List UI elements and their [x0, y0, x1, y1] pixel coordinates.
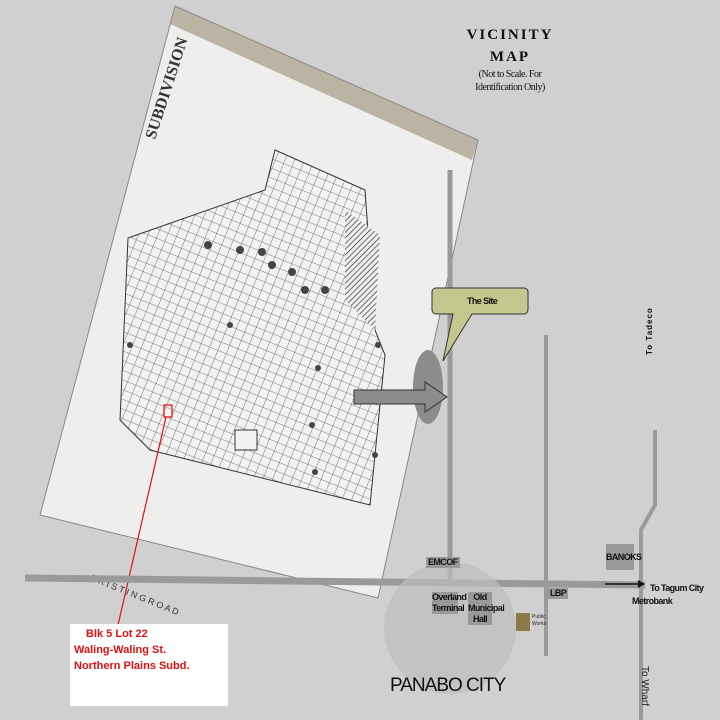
overland-line2: Terminal	[432, 603, 465, 613]
callout-label: The Site	[467, 296, 498, 306]
direction-tadeco: To Tadeco	[645, 307, 654, 355]
public-works-line2: Works	[532, 621, 547, 627]
public-works-icon	[516, 613, 530, 631]
subdivision-plan-scan: SUBDIVISION E X I S T I N G R O A D	[39, 5, 479, 617]
address-subdivision: Northern Plains Subd.	[74, 660, 190, 672]
address-block-lot: Blk 5 Lot 22	[86, 628, 148, 640]
site-lot-marker	[163, 404, 173, 418]
municipal-line3: Hall	[472, 614, 488, 624]
landmark-lbp: LBP	[548, 588, 569, 599]
leader-line	[117, 416, 167, 626]
city-label: PANABO CITY	[390, 675, 506, 696]
note-line2: Identification Only)	[475, 82, 545, 93]
note-line1: (Not to Scale. For	[478, 69, 542, 80]
site-address-box: Blk 5 Lot 22 Waling-Waling St. Northern …	[70, 624, 228, 706]
municipal-line2: Municipal	[468, 603, 505, 613]
direction-tagum: To Tagum City	[650, 583, 704, 593]
address-street: Waling-Waling St.	[74, 644, 167, 656]
title-line2: MAP	[489, 49, 531, 65]
landmark-banoks: BANOKS	[606, 544, 642, 570]
overland-line1: Overland	[432, 592, 467, 602]
map-title: VICINITY MAP	[440, 24, 580, 68]
site-arrow	[353, 381, 448, 413]
site-callout	[431, 287, 529, 362]
landmark-emcof: EMCOF	[426, 557, 460, 568]
direction-wharf: To Wharf	[639, 666, 650, 707]
landmark-metrobank: Metrobank	[632, 596, 673, 606]
roads	[24, 170, 657, 720]
public-works-line1: Public	[532, 614, 546, 620]
municipal-line1: Old	[473, 592, 487, 602]
title-line1: VICINITY	[466, 27, 554, 43]
arrow-right-icon	[638, 580, 645, 588]
